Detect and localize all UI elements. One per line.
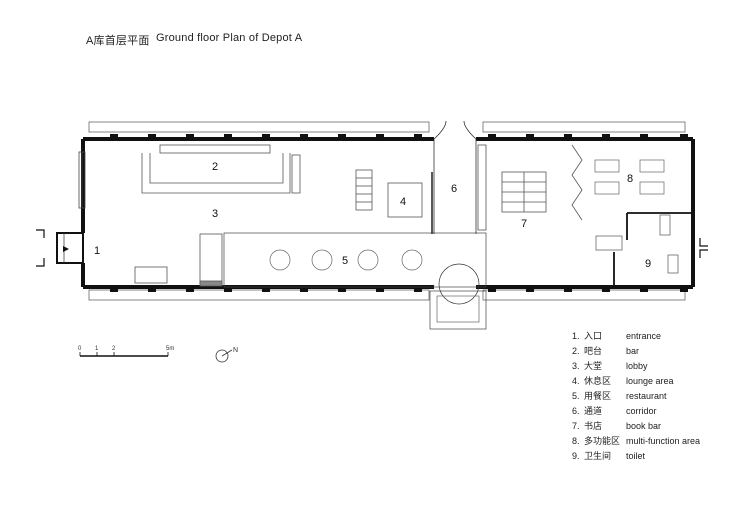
room-number-9: 9 (645, 258, 651, 270)
plan-title-chinese: A库首层平面 (86, 35, 150, 47)
room-number-5: 5 (342, 255, 348, 267)
plan-title-english: Ground floor Plan of Depot A (156, 32, 303, 44)
lobby-furniture (134, 233, 223, 287)
scale-label-2: 2 (112, 346, 116, 352)
section-markers-right (699, 238, 708, 258)
bookstore-shelves (477, 144, 583, 231)
multifunction-tables (594, 159, 665, 195)
room-number-2: 2 (212, 161, 218, 173)
scale-label-0: 0 (78, 346, 82, 352)
outer-ledge-lines (88, 121, 686, 301)
room-number-6: 6 (451, 183, 457, 195)
scale-label-1: 1 (95, 346, 99, 352)
room-number-8: 8 (627, 173, 633, 185)
bar-counter (141, 144, 301, 194)
entrance-vestibule (36, 151, 86, 267)
restaurant-tables (223, 232, 487, 330)
room-number-1: 1 (94, 245, 100, 257)
north-label: N (233, 347, 238, 354)
room-number-4: 4 (400, 196, 406, 208)
room-number-7: 7 (521, 218, 527, 230)
room-number-3: 3 (212, 208, 218, 220)
north-arrow-icon: N (215, 347, 238, 363)
scale-bar: 0 1 2 5m (78, 346, 174, 357)
top-doors (433, 120, 477, 234)
scale-label-5m: 5m (166, 346, 174, 352)
structural-columns (110, 134, 688, 292)
lounge-furniture (355, 169, 433, 234)
toilet-block (595, 212, 693, 287)
